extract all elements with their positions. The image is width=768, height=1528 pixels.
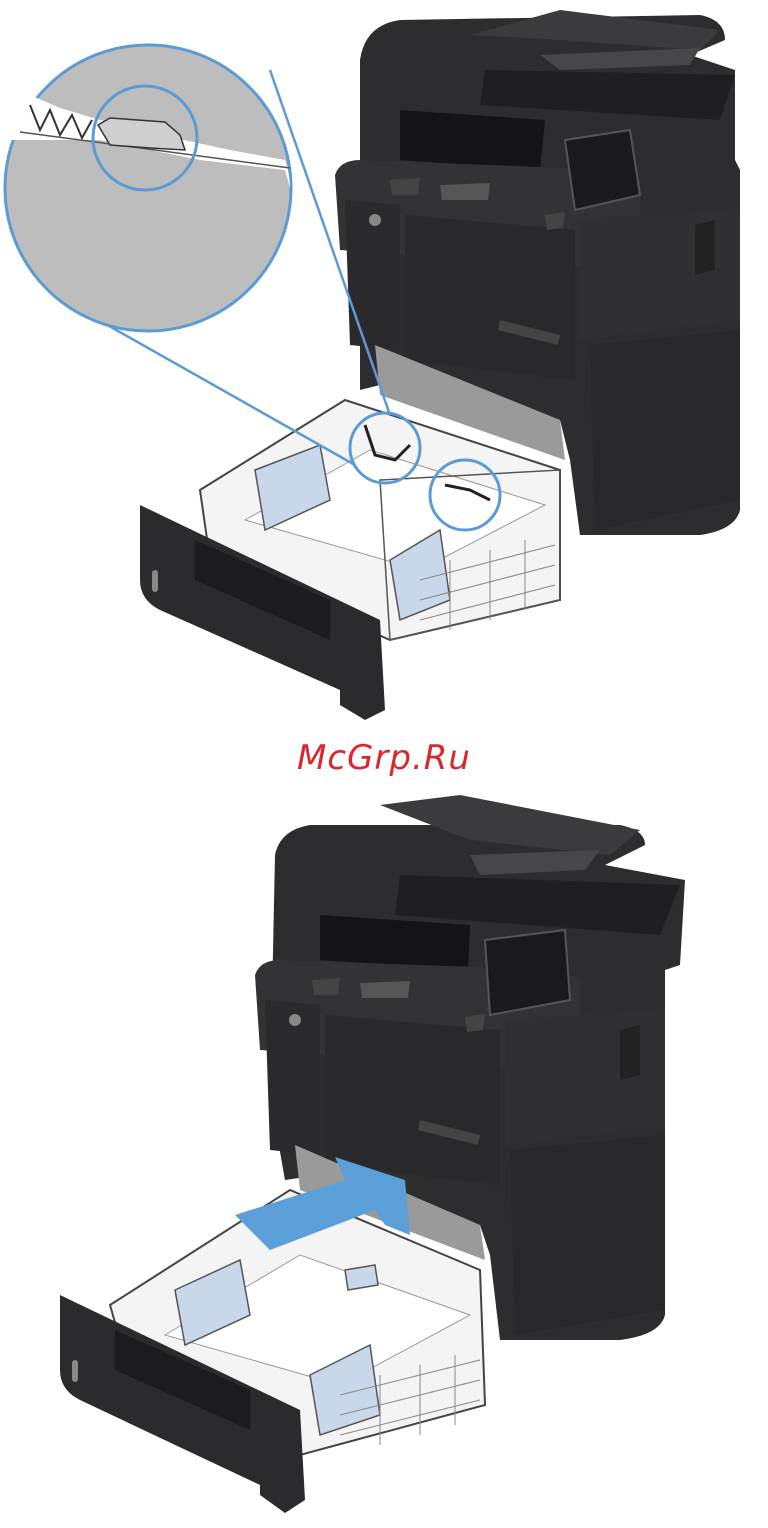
watermark: McGrp.Ru bbox=[0, 738, 768, 778]
printer-tray-guide-drawing bbox=[0, 0, 768, 730]
magnified-detail bbox=[5, 45, 291, 331]
printer-tray-insert-drawing bbox=[0, 795, 768, 1528]
printer-tray-guide-illustration bbox=[0, 0, 768, 730]
printer-tray-insert-illustration bbox=[0, 795, 768, 1528]
